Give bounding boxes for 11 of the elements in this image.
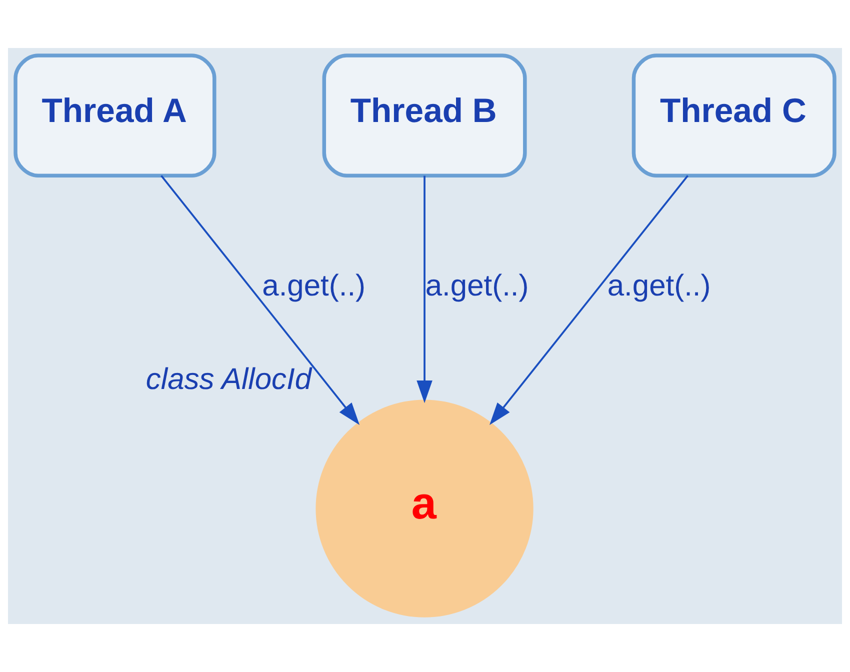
node-label: class AllocId [146, 363, 312, 396]
edge-label: a.get(..) [262, 269, 366, 302]
edge-label: a.get(..) [607, 269, 711, 302]
node-box: Thread A [14, 54, 216, 178]
node-box: Thread C [632, 54, 836, 178]
arrow [160, 175, 360, 426]
node-box: Thread B [322, 54, 527, 178]
edge-label: a.get(..) [425, 269, 529, 302]
node-circle: a [316, 400, 534, 618]
arrow [416, 176, 432, 404]
arrow [490, 175, 688, 426]
